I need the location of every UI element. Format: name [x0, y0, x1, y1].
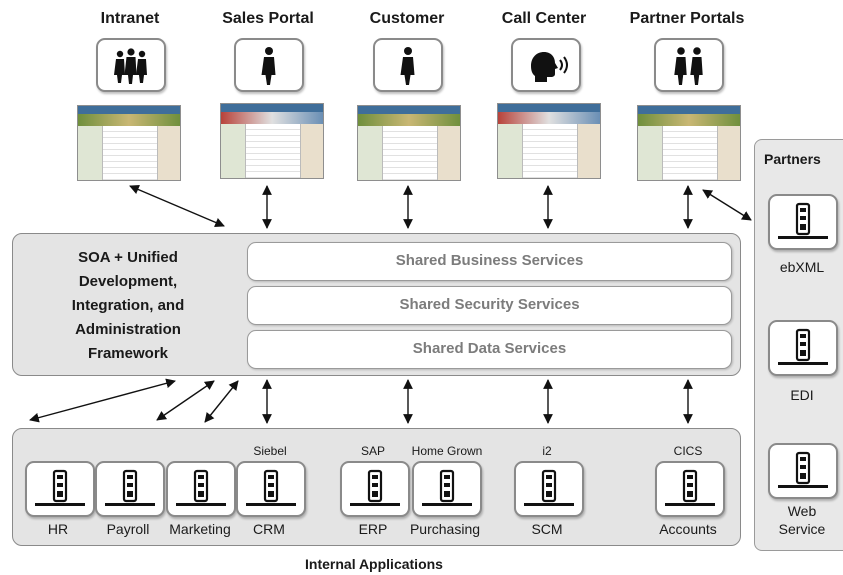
server-icon — [768, 194, 838, 250]
server-icon — [166, 461, 236, 517]
vendor-label-sap: SAP — [360, 444, 385, 458]
channel-label-customer: Customer — [369, 10, 445, 27]
server-icon — [768, 443, 838, 499]
framework-label-line: Integration, and — [71, 297, 185, 314]
server-icon — [514, 461, 584, 517]
app-label-marketing: Marketing — [169, 521, 231, 537]
connector-arrow — [204, 380, 239, 423]
channel-label-partner-portals: Partner Portals — [629, 10, 745, 27]
connector-arrow — [702, 189, 752, 221]
app-label-hr: HR — [47, 521, 69, 537]
call-center-screenshot — [497, 103, 601, 179]
person-icon — [373, 38, 443, 92]
partner-portals-screenshot — [637, 105, 741, 181]
vendor-label-i2: i2 — [542, 444, 552, 458]
server-icon — [25, 461, 95, 517]
server-icon — [340, 461, 410, 517]
app-label-payroll: Payroll — [106, 521, 150, 537]
framework-label: SOA + Unified Development, Integration, … — [28, 246, 228, 366]
partners-title: Partners — [764, 151, 821, 167]
channel-label-sales-portal: Sales Portal — [222, 10, 314, 27]
channel-label-intranet: Intranet — [100, 10, 160, 27]
shared-data-services: Shared Data Services — [247, 330, 732, 369]
two-people-icon — [654, 38, 724, 92]
connector-arrow — [156, 380, 215, 421]
server-icon — [95, 461, 165, 517]
internal-applications-title: Internal Applications — [305, 556, 443, 572]
framework-label-line: Development, — [78, 273, 178, 290]
sales-portal-screenshot — [220, 103, 324, 179]
vendor-label-home-grown: Home Grown — [411, 444, 483, 458]
app-label-accounts: Accounts — [659, 521, 717, 537]
framework-label-line: Framework — [87, 345, 169, 362]
framework-label-line: Administration — [75, 321, 181, 338]
app-label-crm: CRM — [253, 521, 285, 537]
connector-arrow — [29, 378, 176, 423]
framework-label-line: SOA + Unified — [78, 249, 178, 266]
app-label-purchasing: Purchasing — [409, 521, 481, 537]
speaking-head-icon — [511, 38, 581, 92]
server-icon — [655, 461, 725, 517]
shared-business-services: Shared Business Services — [247, 242, 732, 281]
app-label-scm: SCM — [531, 521, 563, 537]
vendor-label-cics: CICS — [673, 444, 703, 458]
group-icon — [96, 38, 166, 92]
server-icon — [412, 461, 482, 517]
channel-label-call-center: Call Center — [501, 10, 587, 27]
person-icon — [234, 38, 304, 92]
vendor-label-siebel: Siebel — [253, 444, 287, 458]
server-icon — [768, 320, 838, 376]
intranet-screenshot — [77, 105, 181, 181]
shared-security-services: Shared Security Services — [247, 286, 732, 325]
partner-label-web-service: Web Service — [778, 503, 826, 537]
partner-label-edi: EDI — [790, 387, 814, 403]
server-icon — [236, 461, 306, 517]
customer-screenshot — [357, 105, 461, 181]
app-label-erp: ERP — [358, 521, 388, 537]
connector-arrow — [129, 184, 225, 228]
partner-label-ebxml: ebXML — [779, 259, 825, 275]
